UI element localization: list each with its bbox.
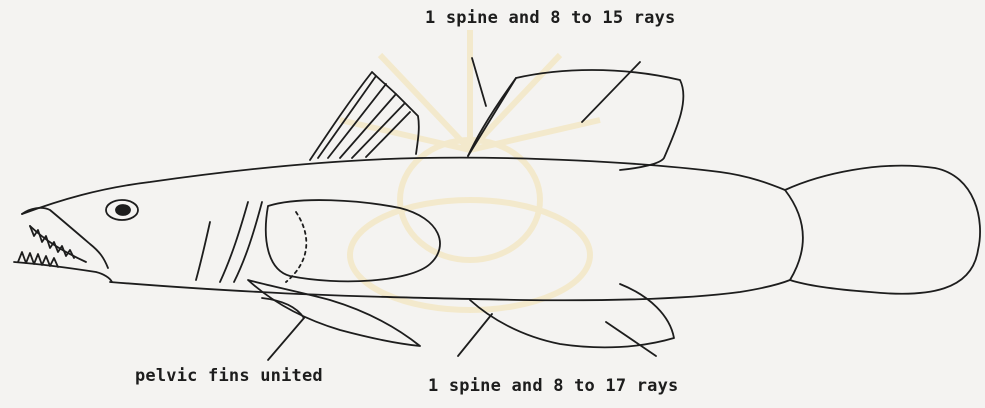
anal-fin-pointer [606,322,656,356]
body-outline-lower [110,280,790,300]
operculum-line-1 [196,222,210,280]
pectoral-fin-base-dotted [286,212,306,282]
pelvic-fins-label: pelvic fins united [135,366,323,386]
dorsal-fin-label: 1 spine and 8 to 15 rays [425,8,675,28]
upper-jaw [22,208,108,268]
pelvic-label-leader [268,318,304,360]
eye-pupil [116,205,130,215]
anal-fin [470,284,674,347]
caudal-fin [785,166,980,294]
pelvic-fin-inner [262,298,304,318]
anal-label-leader [458,314,492,356]
dorsal-label-leader [472,58,486,106]
upper-teeth [30,226,74,258]
lower-jaw [14,262,112,282]
operculum-line-3 [234,202,262,282]
dorsal-spine-1 [318,76,376,158]
pelvic-fins [248,280,420,346]
operculum-line-2 [220,202,248,282]
anal-fin-label: 1 spine and 8 to 17 rays [428,376,678,396]
